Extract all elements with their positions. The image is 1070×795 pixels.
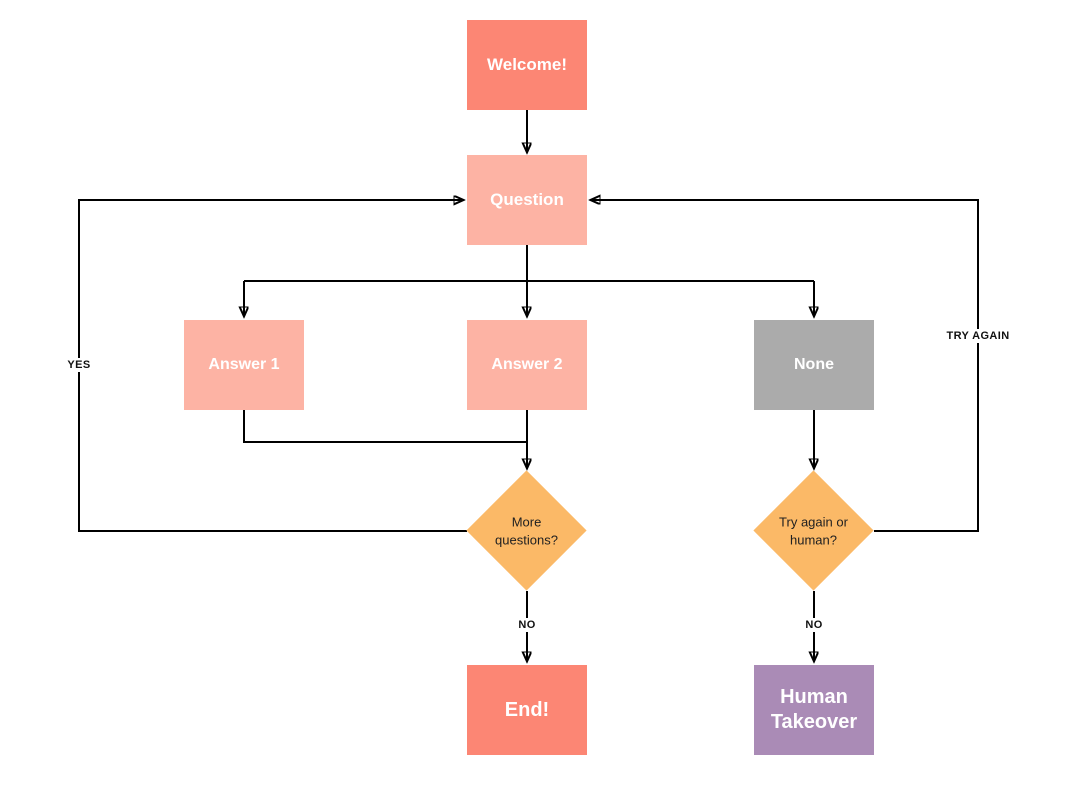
node-answer-1: Answer 1 xyxy=(184,320,304,410)
edge-answer1-merge xyxy=(243,410,527,443)
node-answer-1-label: Answer 1 xyxy=(208,356,280,373)
node-try-again-or-human-label: Try again or human? xyxy=(779,513,848,547)
node-human-takeover-label: Human Takeover xyxy=(770,686,858,733)
edge-label-yes: YES xyxy=(64,358,94,372)
edge-label-try-again: TRY AGAIN xyxy=(943,329,1013,343)
node-welcome-label: Welcome! xyxy=(487,55,567,75)
node-human-takeover: Human Takeover xyxy=(754,665,874,755)
node-question-label: Question xyxy=(490,190,564,210)
node-welcome: Welcome! xyxy=(467,20,587,110)
edge-label-no-try-again: NO xyxy=(802,618,826,632)
node-none: None xyxy=(754,320,874,410)
node-end-label: End! xyxy=(504,698,550,721)
edge-try-again-loop-to-question xyxy=(591,200,979,532)
node-end: End! xyxy=(467,665,587,755)
node-more-questions-label: More questions? xyxy=(495,513,558,547)
edge-label-no-more-questions: NO xyxy=(515,618,539,632)
node-answer-2-label: Answer 2 xyxy=(491,356,563,373)
node-none-label: None xyxy=(794,356,834,373)
node-answer-2: Answer 2 xyxy=(467,320,587,410)
node-question: Question xyxy=(467,155,587,245)
